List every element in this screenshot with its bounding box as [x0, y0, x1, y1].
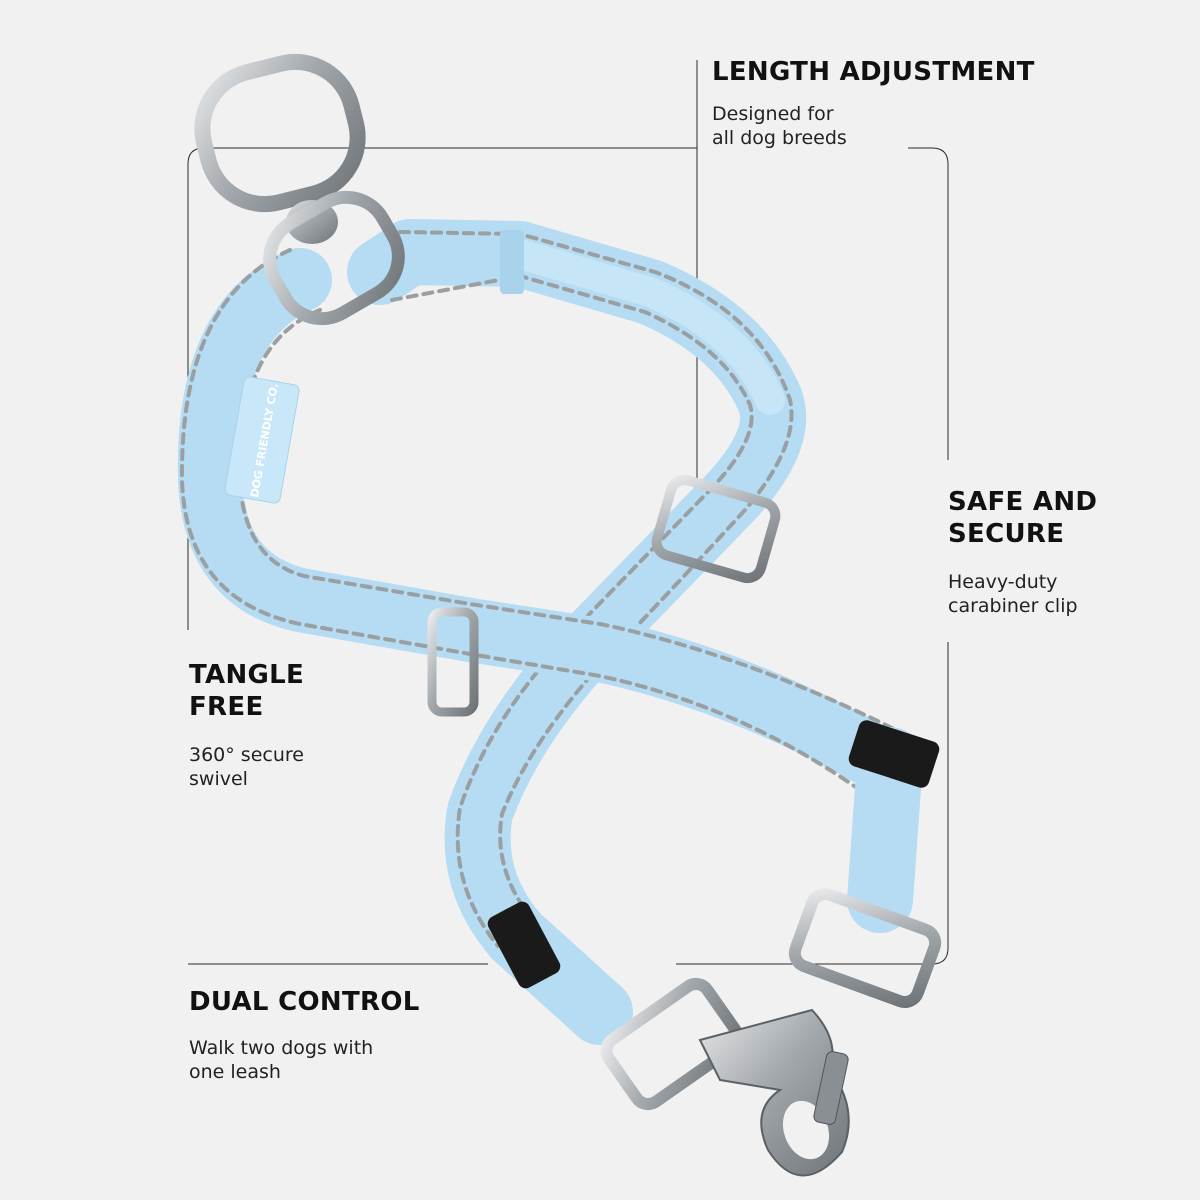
brand-tag: DOG FRIENDLY CO.	[224, 376, 300, 504]
strap-adjuster-middle	[427, 607, 479, 717]
carabiner-d-ring-left	[600, 977, 744, 1111]
feature-safe-desc: Heavy-duty carabiner clip	[948, 571, 1078, 617]
feature-tangle-desc: 360° secure swivel	[189, 744, 304, 790]
feature-tangle-free: TANGLE FREE 360° secure swivel	[189, 659, 304, 791]
feature-length-adjustment: LENGTH ADJUSTMENT Designed for all dog b…	[712, 56, 1035, 150]
swivel-hardware	[194, 53, 405, 326]
length-adjuster-slider	[651, 474, 781, 584]
strap-stitching-2	[390, 274, 754, 948]
swivel-d-ring	[263, 190, 405, 326]
feature-safe-and-secure: SAFE AND SECURE Heavy-duty carabiner cli…	[948, 486, 1097, 618]
strap-keeper-black-left	[487, 901, 561, 989]
carabiner-d-ring-right	[788, 888, 942, 1008]
feature-dual-title: DUAL CONTROL	[189, 987, 420, 1017]
feature-length-desc: Designed for all dog breeds	[712, 103, 847, 149]
carabiner-lock-screw	[813, 1051, 849, 1125]
feature-length-title: LENGTH ADJUSTMENT	[712, 57, 1035, 87]
leash-strap	[177, 219, 923, 1045]
strap-keeper-black-right	[848, 720, 940, 788]
feature-dual-desc: Walk two dogs with one leash	[189, 1037, 374, 1083]
strap-left-loop-stitch	[179, 248, 862, 792]
strap-left-loop-stitch-2	[237, 308, 902, 734]
strap-left-loop	[177, 248, 912, 792]
strap-right-end	[847, 727, 923, 933]
callout-line-right-top	[908, 147, 949, 460]
strap-keeper-top	[500, 230, 524, 294]
strap-stitching	[398, 230, 794, 926]
carabiner-hardware	[600, 888, 942, 1177]
feature-tangle-title: TANGLE FREE	[189, 660, 305, 722]
strap-band-shade	[505, 239, 785, 415]
feature-safe-title: SAFE AND SECURE	[948, 487, 1098, 549]
feature-dual-control: DUAL CONTROL Walk two dogs with one leas…	[189, 986, 420, 1084]
swivel-top-ring-icon	[194, 53, 366, 213]
